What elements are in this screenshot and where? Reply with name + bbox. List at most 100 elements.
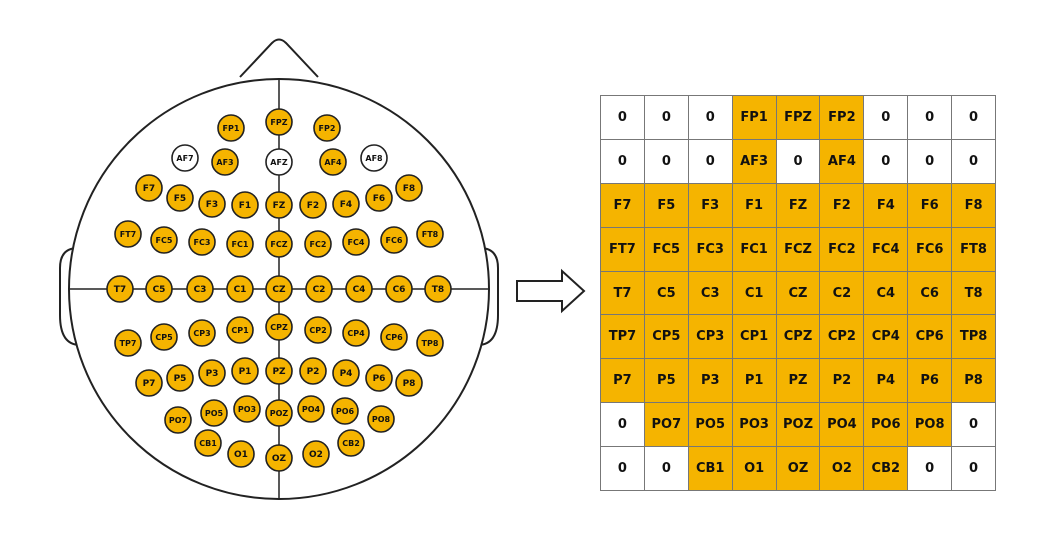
electrode-marker [227, 440, 255, 468]
electrode-label: PO3 [238, 405, 256, 414]
electrode-label: C6 [393, 285, 406, 295]
electrode-marker [188, 319, 216, 347]
electrode-marker [319, 148, 347, 176]
electrode-f6: F6 [365, 184, 393, 212]
grid-cell: T8 [951, 270, 997, 316]
electrode-label: FPZ [270, 118, 287, 127]
grid-cell: FC5 [643, 226, 689, 272]
grid-cell: CP1 [731, 314, 777, 360]
electrode-af7: AF7 [171, 144, 199, 172]
grid-cell: FT7 [600, 226, 645, 272]
electrode-af4: AF4 [319, 148, 347, 176]
electrode-label: CP3 [193, 329, 210, 338]
electrode-p6: P6 [365, 364, 393, 392]
electrode-marker [217, 114, 245, 142]
electrode-label: CP1 [231, 326, 249, 335]
electrode-label: P8 [403, 379, 416, 389]
electrode-cp4: CP4 [342, 319, 370, 347]
electrode-label: F5 [174, 194, 186, 204]
electrode-f1: F1 [231, 191, 259, 219]
nose [239, 38, 319, 78]
electrode-p3: P3 [198, 359, 226, 387]
electrode-label: C3 [194, 285, 207, 295]
grid-cell: 0 [687, 138, 733, 184]
grid-cell: P5 [643, 358, 689, 404]
electrode-label: P5 [174, 374, 187, 384]
electrode-cp6: CP6 [380, 323, 408, 351]
electrode-label: FP1 [223, 124, 240, 133]
electrode-label: FC6 [386, 236, 403, 245]
electrode-marker [299, 357, 327, 385]
electrode-marker [367, 405, 395, 433]
electrode-marker [194, 429, 222, 457]
electrode-label: FT8 [422, 230, 439, 239]
grid-cell: 0 [643, 138, 689, 184]
grid-cell: FC3 [687, 226, 733, 272]
electrode-marker [231, 357, 259, 385]
grid-cell: CPZ [775, 314, 821, 360]
grid-cell: 0 [907, 446, 953, 492]
grid-cell: 0 [643, 95, 689, 140]
electrode-marker [233, 395, 261, 423]
electrode-oz: OZ [265, 444, 293, 472]
grid-cell: FCZ [775, 226, 821, 272]
electrode-label: F7 [143, 184, 155, 194]
electrode-pz: PZ [265, 357, 293, 385]
electrode-marker [395, 174, 423, 202]
electrode-marker [166, 364, 194, 392]
electrode-fcz: FCZ [265, 230, 293, 258]
electrode-cp3: CP3 [188, 319, 216, 347]
grid-cell: TP8 [951, 314, 997, 360]
electrode-label: AF8 [365, 154, 383, 163]
grid-cell: C1 [731, 270, 777, 316]
grid-cell: TP7 [600, 314, 645, 360]
electrode-label: OZ [272, 454, 287, 464]
electrode-label: P6 [373, 374, 386, 384]
grid-cell: 0 [907, 138, 953, 184]
electrode-label: PO7 [169, 416, 187, 425]
electrode-label: POZ [270, 409, 289, 418]
grid-cell: C4 [863, 270, 909, 316]
grid-cell: 0 [600, 95, 645, 140]
grid-cell: PO8 [907, 402, 953, 448]
electrode-po4: PO4 [297, 395, 325, 423]
electrode-ft7: FT7 [114, 220, 142, 248]
electrode-poz: POZ [265, 399, 293, 427]
grid-cell: F6 [907, 182, 953, 228]
grid-cell: 0 [863, 95, 909, 140]
electrode-tp8: TP8 [416, 329, 444, 357]
electrode-marker [395, 369, 423, 397]
electrode-o1: O1 [227, 440, 255, 468]
electrode-marker [150, 323, 178, 351]
grid-cell: 0 [951, 95, 997, 140]
grid-cell: FP2 [819, 95, 865, 140]
electrode-marker [365, 364, 393, 392]
grid-cell: 0 [951, 446, 997, 492]
electrode-label: CP6 [385, 333, 403, 342]
grid-cell: CZ [775, 270, 821, 316]
electrode-marker [302, 440, 330, 468]
electrode-label: AFZ [270, 158, 288, 167]
grid-cell: C6 [907, 270, 953, 316]
grid-cell: F4 [863, 182, 909, 228]
electrode-fp1: FP1 [217, 114, 245, 142]
electrode-marker [145, 275, 173, 303]
electrode-label: P7 [143, 379, 156, 389]
grid-cell: PO7 [643, 402, 689, 448]
grid-cell: C3 [687, 270, 733, 316]
electrode-label: F4 [340, 200, 352, 210]
electrode-t7: T7 [106, 275, 134, 303]
grid-cell: 0 [600, 138, 645, 184]
electrode-marker [297, 395, 325, 423]
electrode-c3: C3 [186, 275, 214, 303]
electrode-marker [265, 313, 293, 341]
electrode-marker [342, 228, 370, 256]
electrode-label: PO8 [372, 415, 391, 424]
electrode-marker [380, 226, 408, 254]
electrode-cp1: CP1 [226, 316, 254, 344]
electrode-label: PO4 [302, 405, 321, 414]
grid-cell: PO3 [731, 402, 777, 448]
electrode-p5: P5 [166, 364, 194, 392]
